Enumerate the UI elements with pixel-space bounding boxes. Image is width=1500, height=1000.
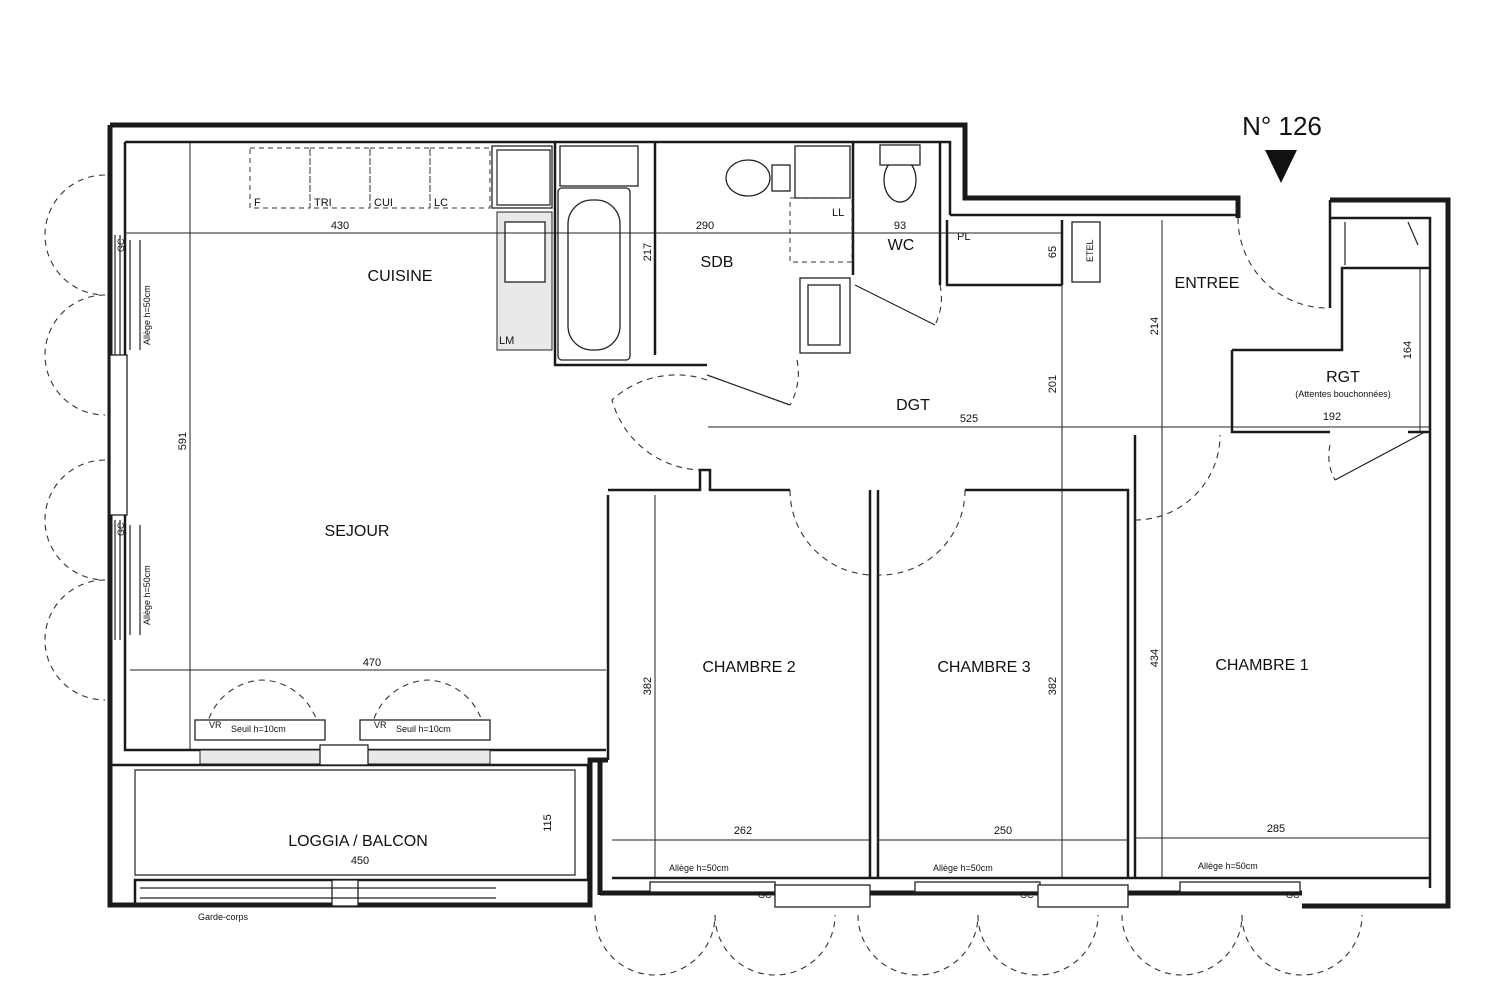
room-label-chambre1: CHAMBRE 1 bbox=[1215, 657, 1308, 674]
bottom-windows bbox=[649, 881, 1301, 908]
room-label-cuisine: CUISINE bbox=[368, 268, 433, 285]
appliance-tri: TRI bbox=[314, 197, 332, 209]
dim-loggia-width: 450 bbox=[351, 855, 369, 867]
room-label-sejour: SEJOUR bbox=[325, 523, 390, 540]
appliance-ll: LL bbox=[832, 207, 844, 219]
appliance-etel: ETEL bbox=[1085, 239, 1095, 262]
room-label-sdb: SDB bbox=[701, 254, 734, 271]
dim-sejour-width: 470 bbox=[363, 657, 381, 669]
vr-label-2: VR bbox=[374, 720, 387, 730]
entrance-arrow-icon bbox=[1265, 150, 1297, 183]
dim-pl-depth: 65 bbox=[1047, 246, 1059, 258]
room-label-wc: WC bbox=[888, 237, 915, 254]
dim-dgt-depth: 201 bbox=[1047, 375, 1059, 393]
room-label-dgt: DGT bbox=[896, 397, 930, 414]
kitchen-appliances bbox=[249, 145, 553, 351]
dim-chambre2-width: 262 bbox=[734, 825, 752, 837]
rgt-note: (Attentes bouchonnées) bbox=[1295, 389, 1391, 399]
dim-chambre2-depth: 382 bbox=[642, 677, 654, 695]
vr-label-1: VR bbox=[209, 720, 222, 730]
room-label-chambre2: CHAMBRE 2 bbox=[702, 659, 795, 676]
dim-cuisine-width: 430 bbox=[331, 220, 349, 232]
gc-bottom-1: GC bbox=[758, 890, 772, 900]
dim-sdb-depth: 217 bbox=[642, 243, 654, 261]
room-label-rgt: RGT bbox=[1326, 369, 1360, 386]
seuil-1: Seuil h=10cm bbox=[231, 724, 286, 734]
dimension-lines bbox=[125, 142, 1430, 878]
allege-bottom-2: Allège h=50cm bbox=[933, 863, 993, 873]
dim-entree-depth: 214 bbox=[1149, 317, 1161, 335]
unit-number: N° 126 bbox=[1242, 111, 1322, 141]
interior-walls bbox=[553, 142, 1430, 878]
loggia-walls bbox=[110, 763, 590, 907]
dim-rgt-depth: 164 bbox=[1402, 341, 1414, 359]
gc-bottom-3: GC bbox=[1286, 890, 1300, 900]
dim-chambre1-depth: 434 bbox=[1149, 649, 1161, 667]
exterior-walls bbox=[107, 122, 1451, 909]
appliance-pl: PL bbox=[957, 231, 970, 243]
dim-chambre1-width: 285 bbox=[1267, 823, 1285, 835]
allege-bottom-1: Allège h=50cm bbox=[669, 863, 729, 873]
loggia-openings bbox=[194, 719, 491, 766]
dim-dgt-width: 525 bbox=[960, 413, 978, 425]
dim-rgt-width: 192 bbox=[1323, 411, 1341, 423]
gc-left-2: GC bbox=[116, 522, 126, 536]
appliance-lm: LM bbox=[499, 335, 514, 347]
seuil-2: Seuil h=10cm bbox=[396, 724, 451, 734]
dim-chambre3-depth: 382 bbox=[1047, 677, 1059, 695]
room-label-chambre3: CHAMBRE 3 bbox=[937, 659, 1030, 676]
garde-corps-note: Garde-corps bbox=[198, 912, 249, 922]
doors bbox=[44, 174, 1426, 976]
dim-loggia-depth: 115 bbox=[542, 814, 554, 832]
dim-wc-width: 93 bbox=[894, 220, 906, 232]
appliance-cui: CUI bbox=[374, 197, 393, 209]
dim-sdb-width: 290 bbox=[696, 220, 714, 232]
appliance-f: F bbox=[254, 197, 261, 209]
allege-left-1: Allège h=50cm bbox=[142, 285, 152, 345]
bathroom-fixtures bbox=[557, 144, 1101, 361]
room-label-loggia: LOGGIA / BALCON bbox=[288, 833, 428, 850]
room-label-entree: ENTREE bbox=[1175, 275, 1240, 292]
allege-left-2: Allège h=50cm bbox=[142, 565, 152, 625]
gc-bottom-2: GC bbox=[1020, 890, 1034, 900]
left-windows bbox=[109, 235, 141, 640]
appliance-lc: LC bbox=[434, 197, 448, 209]
dim-chambre3-width: 250 bbox=[994, 825, 1012, 837]
allege-bottom-3: Allège h=50cm bbox=[1198, 861, 1258, 871]
dim-sejour-depth: 591 bbox=[177, 432, 189, 450]
gc-left-1: GC bbox=[116, 238, 126, 252]
